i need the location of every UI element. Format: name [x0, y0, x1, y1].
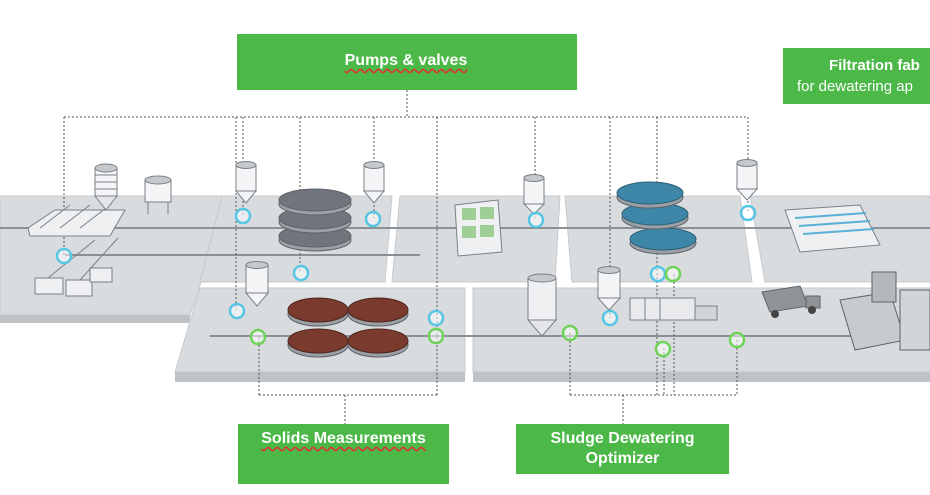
sensor-marker-blue[interactable] [228, 302, 246, 320]
sludge-title-line2: Optimizer [585, 450, 660, 467]
sludge-title-line1: Sludge Dewatering [550, 430, 695, 447]
sensor-marker-blue[interactable] [527, 211, 545, 229]
digester-icon [287, 328, 349, 358]
dewatering-press-icon [629, 297, 718, 321]
sensor-marker-green[interactable] [249, 328, 267, 346]
filtration-subtitle: for dewatering ap [797, 78, 913, 95]
sludge-dewatering-label: Sludge Dewatering Optimizer [516, 424, 729, 474]
pumps-valves-title: Pumps & valves [344, 52, 468, 69]
clarifier-icon [616, 181, 684, 209]
clarifier-icon [621, 202, 689, 230]
sensor-marker-blue[interactable] [364, 210, 382, 228]
sensor-marker-blue[interactable] [649, 265, 667, 283]
sensor-marker-blue[interactable] [55, 247, 73, 265]
digester-icon [287, 297, 349, 327]
sensor-marker-green[interactable] [427, 327, 445, 345]
tank-icon [144, 175, 172, 214]
platform-lower-right-edge [473, 372, 930, 382]
platform-lower-left-edge [175, 372, 465, 382]
truck-icon [761, 285, 821, 318]
pumps-valves-label: Pumps & valves [237, 34, 577, 90]
silo-icon [596, 266, 622, 311]
sensor-marker-blue[interactable] [601, 309, 619, 327]
blue-sensor-markers [55, 204, 757, 327]
sensor-marker-green[interactable] [728, 331, 746, 349]
aeration-basins [616, 181, 697, 255]
thickener-icon [526, 273, 558, 337]
building-icon [839, 271, 930, 351]
sensor-marker-blue[interactable] [292, 264, 310, 282]
sedimentation-tank-icon [784, 204, 881, 253]
sensor-marker-green[interactable] [664, 265, 682, 283]
clarifier-icon [629, 227, 697, 255]
silo-icon [735, 159, 759, 201]
silo-icon [244, 261, 270, 307]
filtration-fabric-label: Filtration fab for dewatering ap [783, 48, 930, 104]
inlet-screens [27, 204, 126, 297]
platform-inlet-edge [0, 315, 190, 323]
silos [234, 159, 759, 311]
sensor-marker-blue[interactable] [739, 204, 757, 222]
clarifier-icon [278, 188, 352, 216]
sensor-marker-blue[interactable] [427, 309, 445, 327]
filter-basin-icon [454, 199, 503, 257]
digesters [287, 297, 409, 358]
sensor-marker-green[interactable] [561, 324, 579, 342]
clarifiers [278, 188, 352, 252]
silo-icon [362, 161, 386, 204]
filtration-title: Filtration fab [829, 57, 920, 74]
solids-measurements-label: Solids Measurements [238, 424, 449, 484]
digester-icon [347, 297, 409, 327]
clarifier-icon [278, 224, 352, 252]
silo-icon [522, 174, 546, 215]
sensor-marker-green[interactable] [654, 340, 672, 358]
silo-icon [234, 161, 258, 204]
digester-icon [347, 328, 409, 358]
sensor-marker-blue[interactable] [234, 207, 252, 225]
solids-measurements-title: Solids Measurements [261, 430, 426, 447]
silo-icon [93, 163, 119, 211]
green-sensor-markers [249, 265, 746, 358]
